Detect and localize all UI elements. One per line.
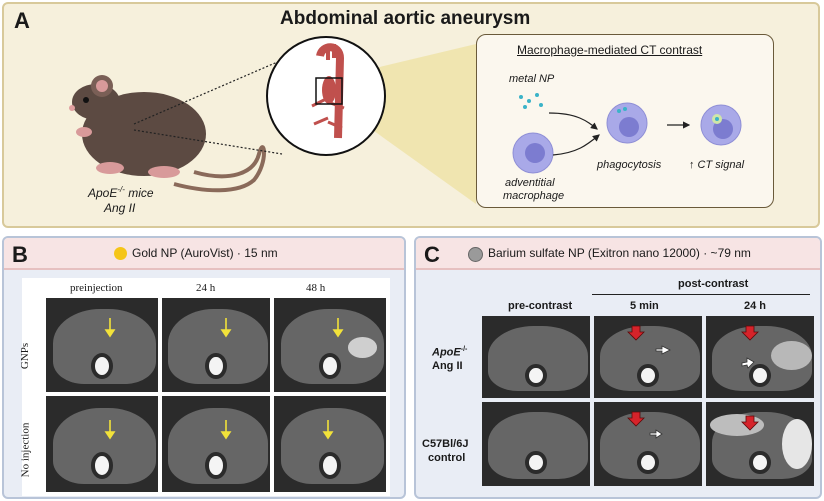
col-label-24h: 24 h <box>196 282 216 294</box>
row-label-apoe: ApoE-/- <box>432 346 468 359</box>
red-white-arrows <box>627 325 759 439</box>
ct-b-gnps-pre <box>46 298 158 392</box>
macrophage-inset: Macrophage-mediated CT contrast metal NP… <box>476 34 774 208</box>
ct-c-c57-24h <box>706 402 814 486</box>
ct-b-gnps-48h <box>274 298 386 392</box>
col-label-24h-c: 24 h <box>744 300 767 312</box>
col-label-preinjection: preinjection <box>70 282 123 294</box>
ct-c-c57-pre <box>482 402 590 486</box>
ct-b-gnps-24h <box>162 298 270 392</box>
panel-b-image-grid: preinjection 24 h 48 h GNPs No injection <box>19 278 390 496</box>
yellow-arrows <box>104 318 344 440</box>
mouse-illustration <box>69 75 266 193</box>
row-label-angii: Ang II <box>432 360 463 372</box>
ct-b-none-24h <box>162 396 270 492</box>
panel-b-letter: B <box>12 242 28 267</box>
post-contrast-label: post-contrast <box>678 278 749 290</box>
ct-c-apoe-pre <box>482 316 590 398</box>
inset-title: Macrophage-mediated CT contrast <box>517 43 703 57</box>
ct-signal-label: ↑ CT signal <box>689 159 745 171</box>
mouse-condition-label: Ang II <box>104 201 136 215</box>
panel-a-letter: A <box>14 8 30 33</box>
ct-c-apoe-5min <box>594 316 702 398</box>
ct-c-apoe-24h <box>706 316 814 398</box>
panel-a-title: Abdominal aortic aneurysm <box>280 8 531 29</box>
post-contrast-divider <box>592 294 810 295</box>
ct-c-c57-5min <box>594 402 702 486</box>
adventitial-label: adventitial <box>505 177 555 189</box>
phagocytosis-label: phagocytosis <box>597 159 662 171</box>
ct-b-none-pre <box>46 396 158 492</box>
ct-b-none-48h <box>274 396 386 492</box>
row-label-c57: C57Bl/6J <box>422 438 469 450</box>
col-label-5min: 5 min <box>630 300 659 312</box>
col-label-48h: 48 h <box>306 282 326 294</box>
panel-b-header-text: Gold NP (AuroVist) · 15 nm <box>132 246 278 260</box>
panel-b-header <box>4 238 404 270</box>
zoom-lines <box>133 44 476 204</box>
panel-a: A Abdominal aortic aneurysm ApoE-/- mice… <box>2 2 820 228</box>
gold-np-icon <box>114 247 127 260</box>
aorta-zoom-circle <box>266 36 386 156</box>
panel-c-header-text: Barium sulfate NP (Exitron nano 12000) ·… <box>488 246 751 260</box>
aorta-icon <box>311 43 345 139</box>
metal-np-label: metal NP <box>509 73 555 85</box>
panel-b: B Gold NP (AuroVist) · 15 nm preinjectio… <box>2 236 406 499</box>
panel-c-header <box>416 238 820 270</box>
phagocytosis-diagram <box>512 93 742 174</box>
barium-np-icon <box>468 247 483 262</box>
col-label-pre-contrast: pre-contrast <box>508 300 573 312</box>
panel-c-letter: C <box>424 242 440 267</box>
row-label-control: control <box>428 452 466 464</box>
panel-c: C Barium sulfate NP (Exitron nano 12000)… <box>414 236 822 499</box>
mouse-label: ApoE-/- mice <box>88 185 154 200</box>
macrophage-label: macrophage <box>503 190 565 202</box>
